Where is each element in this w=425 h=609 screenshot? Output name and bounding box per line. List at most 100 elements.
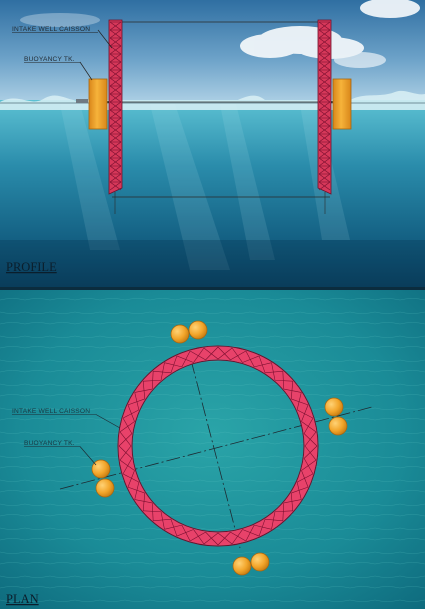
truss-member <box>142 381 146 399</box>
truss-member <box>181 524 191 542</box>
truss-member <box>203 347 219 360</box>
panel-divider <box>0 287 425 290</box>
truss-member <box>318 181 331 191</box>
ripple-line <box>0 455 425 458</box>
truss-member <box>109 109 122 119</box>
truss-member <box>242 529 260 537</box>
ripple-line <box>0 514 425 517</box>
truss-member <box>296 473 314 483</box>
truss-member <box>122 458 133 475</box>
truss-member <box>205 531 219 546</box>
truss-member <box>217 346 231 361</box>
plan-buoyancy-tanks <box>91 320 348 576</box>
ripple-line <box>0 599 425 602</box>
truss-member <box>291 486 309 494</box>
ripple-line <box>0 562 425 565</box>
truss-member <box>109 53 122 63</box>
truss-member <box>109 37 122 47</box>
truss-member <box>109 21 122 31</box>
buoyancy-tank-icon <box>328 416 348 436</box>
truss-member <box>119 431 132 447</box>
truss-member <box>143 379 162 382</box>
truss-member <box>109 125 122 135</box>
truss-member <box>217 531 231 546</box>
truss-member <box>181 350 191 368</box>
truss-member <box>127 404 135 422</box>
truss-member <box>119 445 132 461</box>
plan-buoyancy-label: BUOYANCY TK. <box>24 440 75 447</box>
sea-ripples <box>0 298 425 602</box>
buoyancy-tank-icon <box>170 324 190 344</box>
truss-member <box>127 398 145 406</box>
truss-member <box>254 524 272 530</box>
truss-member <box>109 173 122 183</box>
truss-member <box>265 370 283 374</box>
plan-centerline-vertical <box>190 359 241 549</box>
plan-panel: INTAKE WELL CAISSON BUOYANCY TK. PLAN <box>0 290 425 609</box>
ripple-line <box>0 586 425 589</box>
truss-member <box>271 362 276 381</box>
truss-member <box>296 392 302 410</box>
truss-member <box>318 133 331 143</box>
truss-member <box>134 499 153 504</box>
truss-member <box>109 157 122 167</box>
ripple-line <box>0 479 425 482</box>
plan-caisson-ring <box>117 345 319 547</box>
profile-panel: INTAKE WELL CAISSON BUOYANCY TK. PROFILE <box>0 0 425 288</box>
truss-member <box>318 85 331 95</box>
buoyancy-tank-icon <box>324 397 344 417</box>
ripple-line <box>0 322 425 325</box>
truss-member <box>109 45 122 55</box>
ripple-line <box>0 335 425 338</box>
truss-member <box>290 381 294 399</box>
truss-member <box>164 362 182 368</box>
buoyancy-leader-line <box>79 61 93 81</box>
truss-member <box>230 531 247 542</box>
truss-member <box>318 125 331 135</box>
truss-member <box>301 421 317 433</box>
truss-member <box>318 61 331 71</box>
ripple-line <box>0 527 425 530</box>
truss-member <box>153 370 171 374</box>
truss-member <box>109 85 122 95</box>
ripple-line <box>0 551 425 554</box>
truss-member <box>296 482 302 500</box>
truss-member <box>217 347 233 360</box>
truss-member <box>274 379 293 382</box>
truss-member <box>109 61 122 71</box>
truss-member <box>291 398 309 406</box>
light-rays <box>60 104 350 270</box>
truss-member <box>318 69 331 79</box>
ripple-line <box>0 407 425 410</box>
truss-member <box>170 355 178 373</box>
truss-member <box>118 433 133 447</box>
truss-member <box>301 470 309 488</box>
truss-member <box>301 459 317 471</box>
buoyancy-tank-icon <box>232 556 252 576</box>
left-tank-connector <box>76 99 88 103</box>
underwater-background <box>0 100 425 288</box>
truss-member <box>303 433 318 447</box>
right-caisson-wall <box>317 19 332 195</box>
truss-member <box>245 524 255 542</box>
buoyancy-tank-icon <box>91 459 111 479</box>
truss-member <box>160 362 165 381</box>
ripple-line <box>0 418 425 421</box>
truss-member <box>203 532 219 545</box>
truss-member <box>303 417 314 434</box>
truss-member <box>318 45 331 55</box>
truss-member <box>122 473 140 483</box>
truss-member <box>318 37 331 47</box>
truss-member <box>109 117 122 127</box>
truss-member <box>318 109 331 119</box>
plan-title: PLAN <box>6 592 39 606</box>
truss-member <box>127 486 145 494</box>
truss-member <box>318 173 331 183</box>
truss-member <box>109 165 122 175</box>
buoyancy-tank-icon <box>95 478 115 498</box>
truss-member <box>127 470 135 488</box>
truss-member <box>265 518 283 522</box>
truss-member <box>231 347 243 363</box>
ripple-line <box>0 383 425 386</box>
